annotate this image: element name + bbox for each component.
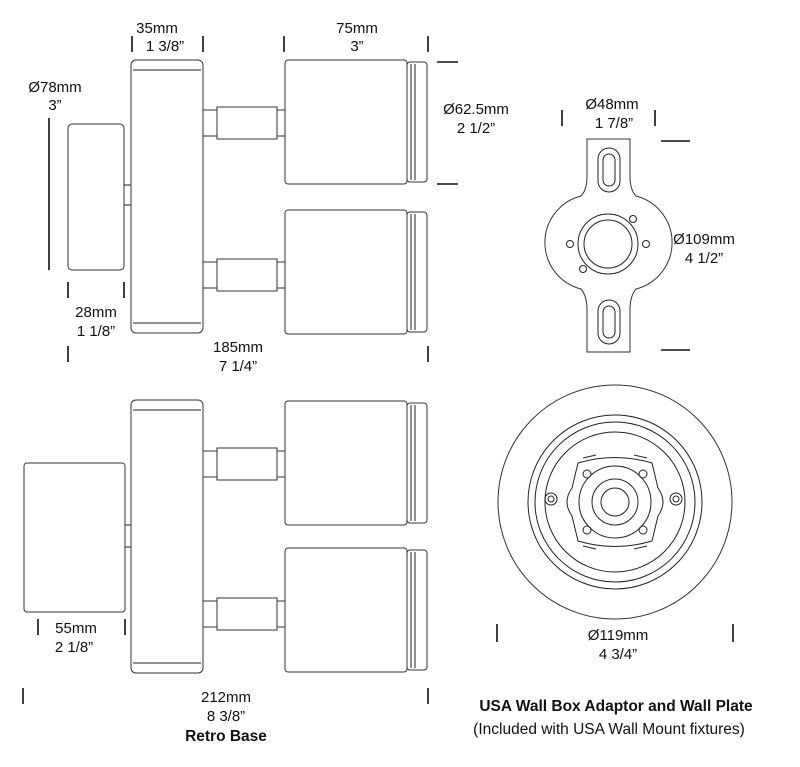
dim-62-in: 2 1/2”: [457, 120, 495, 137]
dim-62-mm: Ø62.5mm: [443, 101, 509, 118]
footer-subtitle: (Included with USA Wall Mount fixtures): [473, 721, 745, 738]
top-view: 35mm 1 3/8” 75mm 3” Ø78mm 3” Ø62.5mm 2 1…: [28, 20, 509, 375]
dim-109-mm: Ø109mm: [673, 231, 735, 248]
wall-plate-ring-2: [534, 421, 696, 583]
retro-head-lower: [284, 547, 408, 673]
arm-lower-b: [216, 258, 278, 292]
dim-75-in: 3”: [350, 38, 363, 55]
adaptor-center-ring: [577, 213, 639, 275]
dim-78-in: 3”: [48, 97, 61, 114]
dim-55-in: 2 1/8”: [55, 639, 93, 656]
retro-box: [23, 462, 126, 613]
upper-slot-inner: [602, 153, 616, 187]
retro-mount-bar: [130, 399, 204, 674]
dim-119-in: 4 3/4”: [599, 646, 637, 663]
dim-185-mm: 185mm: [213, 339, 263, 356]
arm-lower-a: [202, 261, 218, 289]
dim-35-mm: 35mm: [136, 20, 178, 37]
head-upper: [284, 59, 408, 185]
dim-48-in: 1 7/8”: [595, 115, 633, 132]
wall-plate-ring-1: [527, 414, 703, 590]
wall-cap: [67, 123, 125, 271]
footer-title: USA Wall Box Adaptor and Wall Plate: [479, 698, 753, 715]
wall-plate-ring-3: [544, 431, 686, 573]
dim-48-mm: Ø48mm: [585, 96, 638, 113]
adaptor-center-hole: [583, 219, 633, 269]
wall-plate-outer: [497, 384, 733, 620]
arm-upper-a: [202, 109, 218, 137]
head-upper-lens: [406, 61, 428, 183]
retro-base-view: 55mm 2 1/8” 212mm 8 3/8” Retro Base: [22, 399, 429, 745]
wall-plate-adaptor: [566, 457, 664, 547]
arm-upper-c: [276, 109, 286, 137]
dim-119-mm: Ø119mm: [588, 627, 649, 644]
dim-212-in: 8 3/8”: [207, 708, 245, 725]
dim-75-mm: 75mm: [336, 20, 378, 37]
dim-35-in: 1 3/8”: [146, 38, 184, 55]
dim-185-in: 7 1/4”: [219, 358, 257, 375]
head-lower-lens: [406, 211, 428, 333]
dim-55-mm: 55mm: [55, 620, 97, 637]
retro-base-caption: Retro Base: [185, 728, 267, 745]
dim-212-mm: 212mm: [201, 689, 251, 706]
head-lower: [284, 209, 408, 335]
upper-slot: [597, 147, 621, 193]
arm-upper-b: [216, 106, 278, 140]
dim-109-in: 4 1/2”: [685, 250, 723, 267]
dim-78-mm: Ø78mm: [28, 79, 81, 96]
lower-slot: [597, 299, 621, 345]
dim-28-in: 1 1/8”: [77, 323, 115, 340]
lower-slot-inner: [602, 305, 616, 339]
adaptor-plate-view: Ø48mm 1 7/8” Ø109mm 4 1/2”: [544, 96, 735, 353]
adaptor-plate-outline: [544, 138, 673, 353]
round-wall-plate-view: Ø119mm 4 3/4”: [496, 384, 734, 663]
mount-bar: [130, 59, 204, 334]
dim-28-mm: 28mm: [75, 304, 117, 321]
arm-lower-c: [276, 261, 286, 289]
retro-head-upper: [284, 400, 408, 526]
